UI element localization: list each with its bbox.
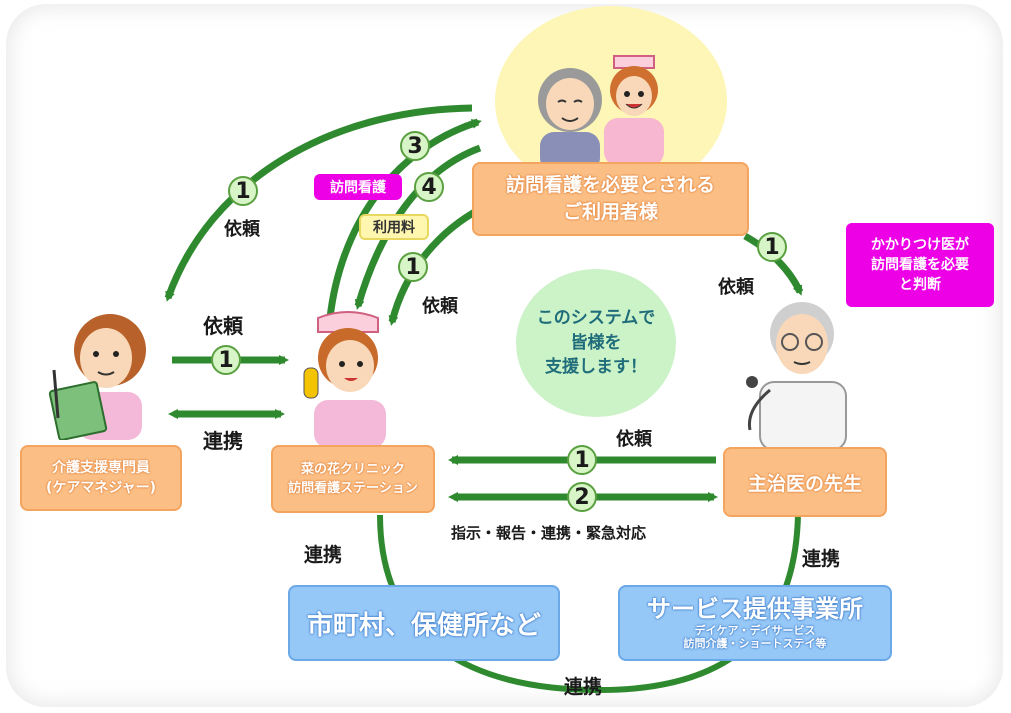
step-4: 4 (414, 172, 444, 202)
doctor-node: 主治医の先生 (723, 447, 887, 517)
doctor-label: 主治医の先生 (747, 472, 862, 495)
label-irai-patient-station: 依頼 (422, 296, 458, 317)
municipality-node: 市町村、保健所など (288, 585, 560, 661)
nurse-on-phone-illustration (303, 311, 386, 448)
patient-node: 訪問看護を必要とされる ご利用者様 (472, 162, 749, 236)
arrow-patient-to-caremanager (164, 104, 473, 302)
center-message: このシステムで 皆様を 支援します！ (516, 269, 676, 417)
label-irai-doctor-station: 依頼 (616, 429, 652, 450)
center-line3: 支援します！ (545, 357, 647, 378)
doctor-illustration (746, 302, 847, 450)
station-line1: 菜の花クリニック (300, 461, 405, 477)
care-manager-line2: (ケアマネジャー) (45, 480, 157, 496)
municipality-label: 市町村、保健所など (306, 610, 541, 641)
label-irai-patient-doctor: 依頼 (718, 277, 754, 298)
service-sub1: デイケア・デイサービス (694, 624, 816, 638)
care-manager-node: 介護支援専門員 (ケアマネジャー) (20, 445, 182, 511)
center-line2: 皆様を (570, 332, 622, 353)
judgement-line1: かかりつけ医が (870, 236, 970, 253)
center-line1: このシステムで (536, 308, 656, 329)
label-instructions: 指示・報告・連携・緊急対応 (451, 524, 647, 542)
step-3: 3 (400, 131, 430, 161)
doctor-judgement-tag: かかりつけ医が 訪問看護を必要 と判断 (846, 223, 994, 307)
station-line2: 訪問看護ステーション (288, 481, 418, 496)
label-irai-caremanager-station: 依頼 (203, 314, 243, 338)
patient-line2: ご利用者様 (562, 201, 658, 223)
arrow-patient-to-station-4 (354, 144, 482, 310)
label-renkei-bottom: 連携 (564, 676, 603, 698)
service-node: サービス提供事業所 デイケア・デイサービス 訪問介護・ショートステイ等 (618, 585, 892, 661)
step-1-doctor-station: 1 (567, 445, 597, 475)
houmon-kango-label: 訪問看護 (330, 180, 386, 196)
arrow-patient-to-station-1 (388, 204, 484, 326)
riyouryo-tag: 利用料 (359, 214, 429, 240)
houmon-kango-tag: 訪問看護 (314, 174, 402, 200)
label-irai-patient-caremanager: 依頼 (224, 219, 260, 240)
judgement-line3: と判断 (899, 277, 941, 294)
step-1-patient-caremanager: 1 (228, 176, 258, 206)
service-sub2: 訪問介護・ショートステイ等 (683, 637, 827, 651)
care-manager-line1: 介護支援専門員 (52, 459, 150, 476)
label-renkei-doctor-loop: 連携 (802, 548, 841, 570)
nurse-illustration-top (604, 55, 664, 166)
arrow-patient-to-doctor (743, 232, 804, 296)
patient-line1: 訪問看護を必要とされる (505, 174, 715, 197)
label-renkei-caremanager-station: 連携 (203, 429, 243, 453)
step-1-patient-doctor: 1 (757, 232, 787, 262)
step-2-doctor-station: 2 (567, 482, 597, 512)
riyouryo-label: 利用料 (373, 220, 415, 236)
step-1-patient-station: 1 (398, 252, 428, 282)
care-manager-illustration (48, 314, 146, 440)
label-renkei-station-loop: 連携 (304, 544, 343, 566)
step-1-caremanager-station: 1 (211, 345, 241, 375)
service-title: サービス提供事業所 (647, 595, 863, 624)
judgement-line2: 訪問看護を必要 (871, 256, 969, 273)
station-node: 菜の花クリニック 訪問看護ステーション (271, 445, 435, 513)
